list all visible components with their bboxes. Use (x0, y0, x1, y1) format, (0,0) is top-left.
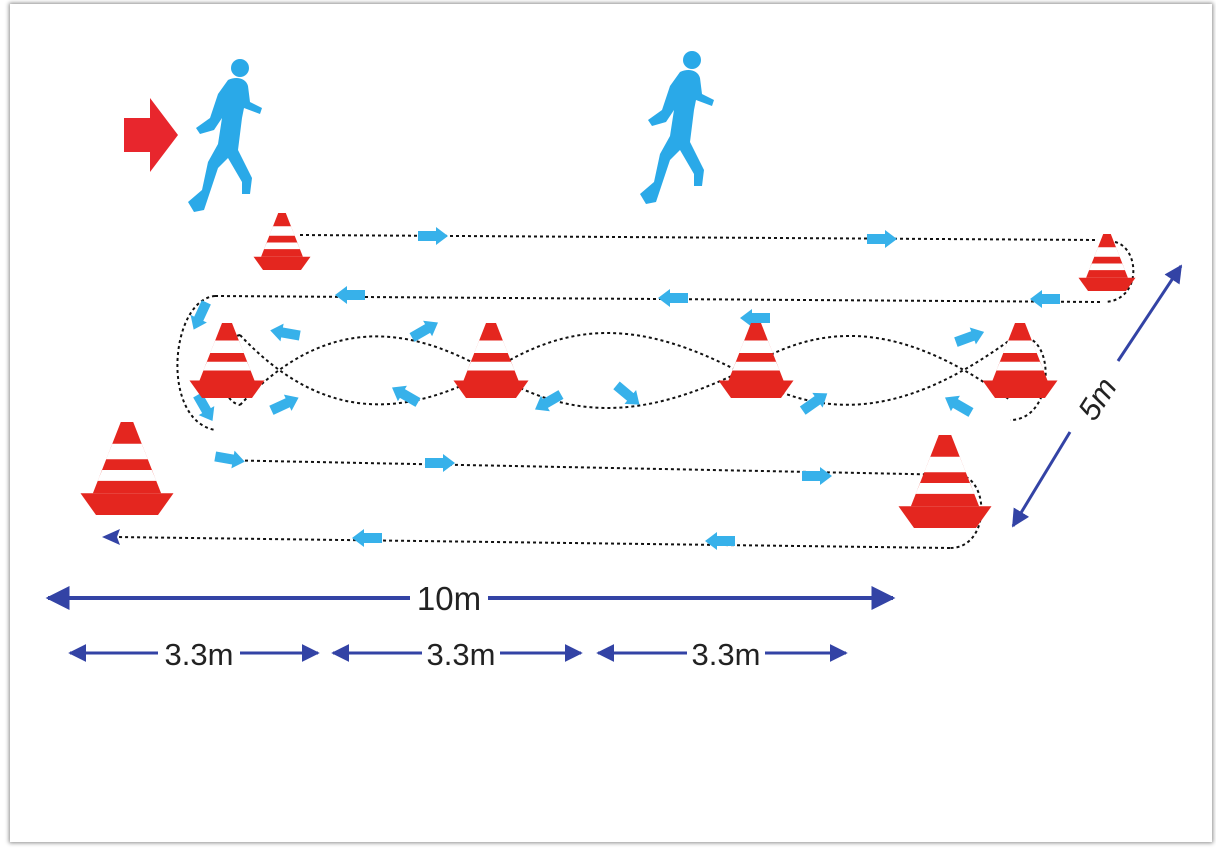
cone-icon (453, 323, 529, 398)
width-label: 5m (1071, 371, 1124, 426)
start-arrow-icon (124, 98, 178, 172)
cones (80, 213, 1136, 528)
cone-icon (189, 323, 265, 398)
segment-1-label: 3.3m (165, 637, 234, 672)
cone-icon (80, 422, 174, 515)
segment-2-label: 3.3m (427, 637, 496, 672)
segment-dimensions: 3.3m 3.3m 3.3m (68, 637, 848, 672)
total-length-dimension: 10m (45, 580, 896, 617)
cone-icon (253, 213, 311, 270)
cone-icon (898, 435, 992, 528)
segment-3-label: 3.3m (692, 637, 761, 672)
runner-icon (188, 59, 262, 212)
cone-icon (982, 323, 1058, 398)
runner-icon (640, 51, 714, 204)
total-length-label: 10m (417, 580, 481, 617)
diagram-frame (10, 4, 1212, 842)
cone-icon (718, 323, 794, 398)
path-end-arrowhead (102, 529, 120, 545)
cone-icon (1078, 234, 1136, 291)
